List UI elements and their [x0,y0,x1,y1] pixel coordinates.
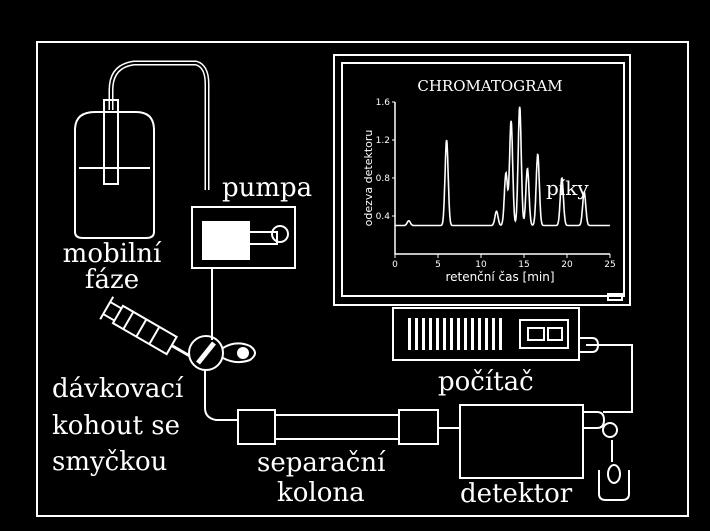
y-tick-label: 1.2 [376,136,390,146]
vent-slot [408,318,411,350]
column-right-fitting [398,409,439,445]
tube-injector-to-column [204,370,238,421]
label-detector: detektor [460,479,573,509]
vent-slot [485,318,488,350]
chromatogram-chart: CHROMATOGRAM 0 5 10 15 20 25 0.4 0.8 1.2 1.6 ret… [362,77,616,284]
waste-beaker [598,470,630,501]
pump-piston-housing [202,221,250,260]
x-axis-label: retenční čas [min] [445,270,554,284]
detector-port [602,422,618,438]
cable-computer-detector [586,344,633,413]
y-tick-label: 0.4 [376,212,391,222]
label-column-2: kolona [277,478,365,508]
computer-drive-slots [527,327,563,341]
label-injector-2: kohout se [52,411,180,441]
x-tick-label: 20 [561,260,573,270]
vent-slot [415,318,418,350]
peaks-annotation: píky [546,176,589,200]
pump-wheel [271,225,289,243]
tube-reservoir-to-pump [108,60,210,190]
pump-body [191,206,296,269]
label-column-1: separační [257,448,386,478]
drip [607,464,621,484]
injector-valve [188,335,224,371]
vent-slot [471,318,474,350]
injector-loop-port [237,347,249,359]
x-tick-label: 25 [604,260,615,270]
reservoir-dip-tube [103,99,119,185]
label-mobile-phase-1: mobilní [63,239,162,269]
computer-case [392,307,580,361]
vent-slot [450,318,453,350]
column-tube [274,414,400,440]
y-tick-label: 0.8 [376,174,391,184]
x-ticks: 0 5 10 15 20 25 [392,254,616,270]
x-tick-label: 5 [435,260,441,270]
x-tick-label: 10 [475,260,487,270]
computer-vents [408,318,502,350]
detector-box [459,404,584,479]
x-tick-label: 0 [392,260,398,270]
label-computer: počítač [438,367,534,397]
column-left-fitting [237,409,276,445]
chart-title: CHROMATOGRAM [417,77,562,95]
vent-slot [422,318,425,350]
y-axis-label: odezva detektoru [362,130,375,227]
monitor-screen [341,62,625,297]
label-mobile-phase-2: fáze [85,265,139,295]
y-tick-label: 1.6 [376,98,391,108]
vent-slot [492,318,495,350]
vent-slot [436,318,439,350]
outer-frame [36,41,689,517]
vent-slot [478,318,481,350]
vent-slot [443,318,446,350]
vent-slot [464,318,467,350]
injector-valve-handle [196,341,216,365]
reservoir-bottle [74,111,155,239]
y-ticks: 0.4 0.8 1.2 1.6 [376,98,395,222]
injector-loop [222,342,256,364]
monitor-button [607,293,623,301]
tube-reservoir-to-pump-inner [110,62,208,190]
label-injector-3: smyčkou [52,447,167,477]
detector-connector [583,411,606,429]
vent-slot [457,318,460,350]
computer-connector [579,337,600,353]
vent-slot [499,318,502,350]
label-injector-1: dávkovací [52,374,184,404]
chromatogram-trace [395,106,610,227]
vent-slot [429,318,432,350]
syringe [99,296,191,358]
monitor-bezel [333,54,631,306]
computer-drive-bay [519,319,569,349]
x-tick-label: 15 [518,260,529,270]
pump-piston-rod [248,231,278,245]
label-pump: pumpa [222,173,312,203]
